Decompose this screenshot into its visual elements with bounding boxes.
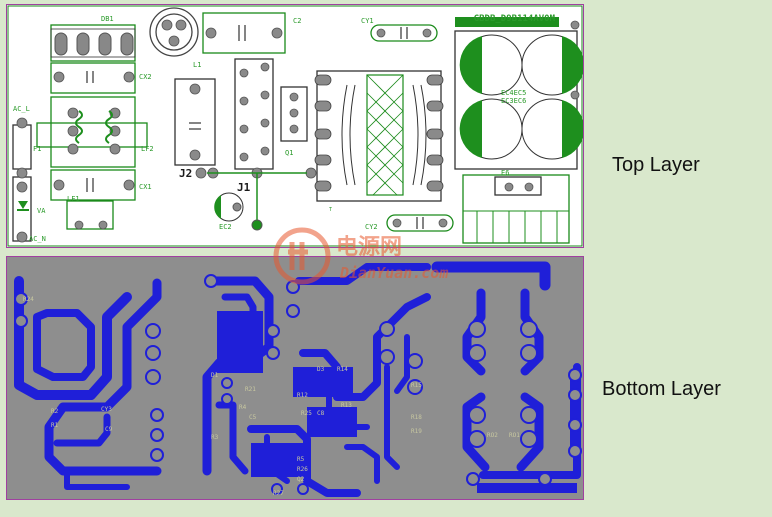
ref-j2: J2: [179, 167, 192, 180]
watermark: 电源网 DianYuan.com: [262, 218, 472, 298]
ref-r14: R14: [337, 366, 348, 373]
ref-cx1: CX1: [139, 183, 152, 191]
ref-r13: R13: [341, 402, 352, 409]
ref-db1: DB1: [101, 15, 114, 23]
ref-f1: F1: [33, 145, 41, 153]
top-layer-label: Top Layer: [612, 154, 700, 176]
ref-cy3: CY3: [101, 406, 112, 413]
ref-r19: R19: [411, 428, 422, 435]
ref-q1: Q1: [285, 149, 293, 157]
ref-lf1: LF1: [67, 195, 80, 203]
ref-cy1: CY1: [361, 17, 374, 25]
ref-r25: R25: [301, 410, 312, 417]
ref-r15: R15: [411, 382, 422, 389]
ref-r3: R3: [211, 434, 219, 441]
ref-c5: C5: [249, 414, 257, 421]
board-title: GBDB_D9B114AV0M: [474, 14, 556, 24]
ref-ec4-ec5: EC4EC5: [501, 89, 526, 97]
ref-c9: C9: [105, 426, 113, 433]
bottom-layer-label: Bottom Layer: [602, 378, 721, 400]
ref-ro2: RO2: [487, 432, 498, 439]
ref-j1: J1: [237, 181, 251, 194]
ref-e6: E6: [501, 169, 509, 177]
ref-r21: R21: [245, 386, 256, 393]
ref-r4: R4: [239, 404, 247, 411]
ec-capacitors: [459, 34, 585, 160]
ref-ac-l: AC_L: [13, 105, 30, 113]
ref-r1: R1: [51, 422, 59, 429]
ref-r18: R18: [411, 414, 422, 421]
ref-r27: R27: [273, 490, 284, 497]
ref-ec3-ec6: EC3EC6: [501, 97, 526, 105]
ref-d1: D1: [211, 372, 219, 379]
ref-lf2: LF2: [141, 145, 154, 153]
ref-t: T: [329, 207, 332, 213]
ref-cy2: CY2: [365, 223, 378, 231]
ref-r2: R2: [51, 408, 59, 415]
top-layer-board: GBDB_D9B114AV0M DB1 C2 CY1 CX2 L1 AC_L F…: [6, 4, 585, 248]
top-layer-svg: GBDB_D9B114AV0M DB1 C2 CY1 CX2 L1 AC_L F…: [7, 5, 585, 247]
ref-q2: Q2: [297, 476, 305, 483]
ref-va: VA: [37, 207, 46, 215]
watermark-cn: 电源网: [336, 235, 402, 260]
ref-r12: R12: [297, 392, 308, 399]
ref-ec2: EC2: [219, 223, 232, 231]
ref-r5: R5: [297, 456, 305, 463]
ref-l1: L1: [193, 61, 201, 69]
ref-r26: R26: [297, 466, 308, 473]
bottom-layer-board: R24 R2 R1 CY3 C9 D1 R21 R3 D3 R14 R12 R1…: [6, 256, 584, 500]
ref-ro1: RO1: [509, 432, 520, 439]
ref-ac-n: AC_N: [29, 235, 46, 243]
bottom-layer-svg: R24 R2 R1 CY3 C9 D1 R21 R3 D3 R14 R12 R1…: [14, 261, 582, 497]
ref-c8: C8: [317, 410, 325, 417]
ref-r24: R24: [23, 296, 34, 303]
ref-d3: D3: [317, 366, 325, 373]
ref-cx2: CX2: [139, 73, 152, 81]
watermark-en: DianYuan.com: [339, 264, 448, 282]
ref-c2: C2: [293, 17, 301, 25]
